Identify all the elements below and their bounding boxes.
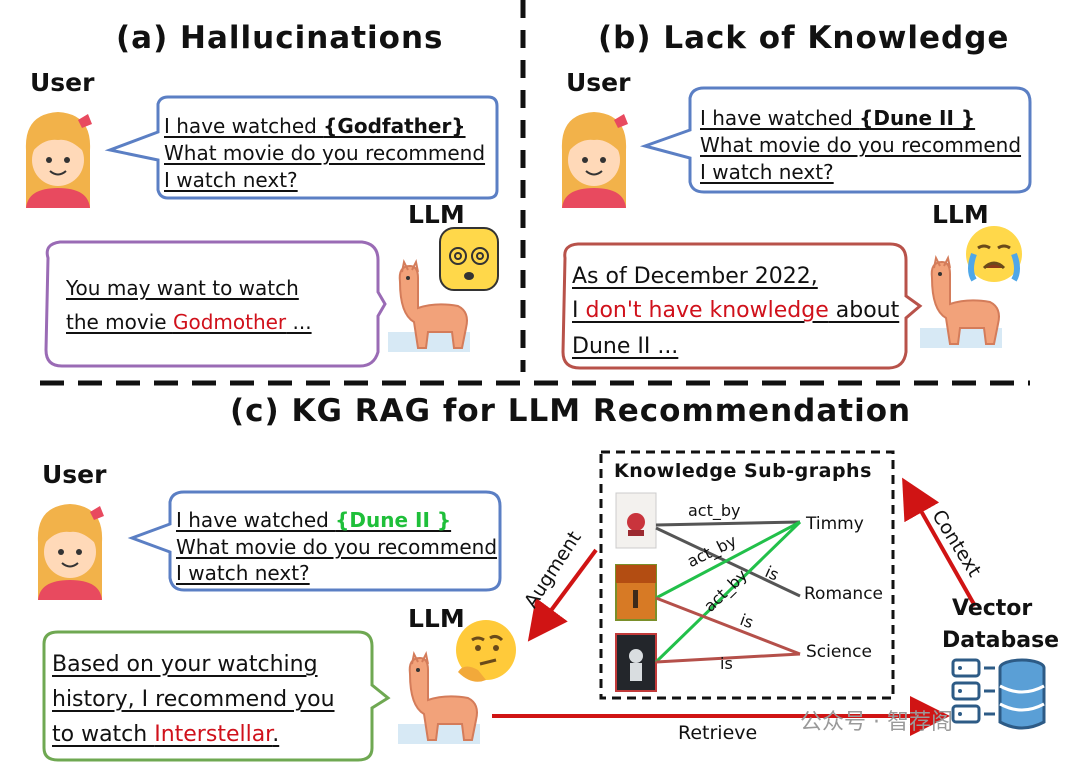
retrieve-label: Retrieve: [678, 722, 758, 744]
context-arrow: [902, 477, 977, 607]
panel-a-user-line-1: I have watched {Godfather}: [164, 114, 466, 138]
panel-b-title: (b) Lack of Knowledge: [598, 20, 1010, 56]
user-avatar-c: [37, 504, 104, 600]
panel-c-user-line-3: I watch next?: [176, 561, 310, 585]
llama-icon-a: [388, 258, 470, 352]
bubble-b-user: [639, 86, 1032, 194]
crying-face-icon: [966, 226, 1022, 282]
panel-a-llm-line-1: You may want to watch: [66, 276, 299, 300]
bubble-c-user: [127, 490, 502, 592]
panel-b-user-line-2: What movie do you recommend: [700, 133, 1022, 157]
panel-b-llm-label: LLM: [932, 200, 989, 229]
bubble-c-llm: [42, 630, 391, 762]
vector-db-label-line-1: Vector: [952, 596, 1033, 621]
panel-c-llm-label: LLM: [408, 604, 465, 633]
panel-c-llm-line-1: Based on your watching: [52, 652, 318, 677]
panel-a-user-line-3: I watch next?: [164, 168, 298, 192]
panel-c-llm-line-3: to watch Interstellar.: [52, 722, 280, 747]
panel-b-llm-line-1: As of December 2022,: [572, 264, 818, 289]
panel-b-user-line-3: I watch next?: [700, 160, 834, 184]
panel-c-user-label: User: [42, 460, 107, 489]
edge-is-3: [655, 652, 801, 664]
panel-a-llm-label: LLM: [408, 200, 465, 229]
edge-is-2: [655, 596, 801, 656]
panel-b-user-line-1: I have watched {Dune II }: [700, 106, 976, 130]
panel-b-llm-line-3: Dune II ...: [572, 334, 679, 359]
edge-act-by-3: [654, 520, 802, 664]
panel-c-user-line-1: I have watched {Dune II }: [176, 508, 452, 532]
kg-title: Knowledge Sub-graphs: [614, 460, 872, 482]
panel-c-title: (c) KG RAG for LLM Recommendation: [230, 393, 912, 429]
kg-edge-label-act-by-1: act_by: [688, 501, 741, 520]
kg-edges: [654, 520, 802, 664]
user-avatar-a: [25, 112, 92, 208]
vector-db-label-line-2: Database: [942, 628, 1060, 653]
poster-3: [615, 633, 657, 692]
bubble-a-llm: [44, 240, 387, 368]
user-avatar-b: [561, 112, 628, 208]
watermark: 公众号 · 智荐阁: [800, 710, 953, 735]
dizzy-face-icon: [439, 227, 499, 291]
panel-a-user-line-2: What movie do you recommend: [164, 141, 486, 165]
panel-b-llm-line-2: I don't have knowledge about: [572, 298, 900, 323]
augment-arrow: [527, 548, 598, 642]
kg-node-science: Science: [806, 642, 872, 662]
poster-2: [615, 564, 657, 621]
edge-act-by-2: [655, 520, 801, 600]
llama-icon-b: [920, 254, 1002, 348]
edge-act-by-1: [655, 520, 801, 527]
panel-a-user-label: User: [30, 68, 95, 97]
bubble-a-user: [104, 95, 499, 200]
poster-1: [615, 492, 657, 549]
panel-c-user-line-2: What movie do you recommend: [176, 535, 498, 559]
panel-a-llm-line-2: the movie Godmother ...: [66, 310, 312, 334]
edge-is-1: [655, 526, 801, 598]
panel-b-user-label: User: [566, 68, 631, 97]
panel-c-llm-line-2: history, I recommend you: [52, 687, 335, 712]
bubble-b-llm: [561, 242, 923, 370]
kg-edge-label-is-3: is: [720, 654, 733, 673]
kg-node-timmy: Timmy: [806, 514, 864, 534]
kg-box: [599, 450, 895, 700]
vector-database-icon: [951, 658, 1046, 730]
llama-icon-c: [398, 650, 480, 744]
panel-a-title: (a) Hallucinations: [116, 20, 444, 56]
kg-node-romance: Romance: [804, 584, 884, 604]
thinking-face-icon: [456, 620, 516, 682]
